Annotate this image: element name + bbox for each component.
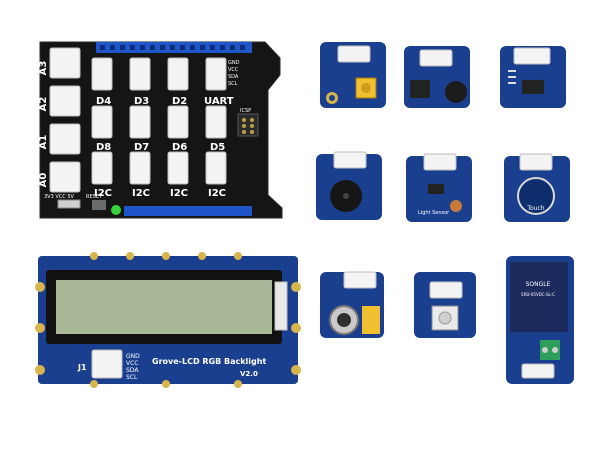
lcd-pin-gnd: GND xyxy=(126,353,140,360)
port-label-d4: D4 xyxy=(96,96,111,107)
port-label-a1: A1 xyxy=(38,135,49,150)
port-label-d3: D3 xyxy=(134,96,149,107)
port-label-d5: D5 xyxy=(210,142,225,153)
power-led xyxy=(111,205,121,215)
icsp-header xyxy=(237,113,259,137)
lcd-grove-connector xyxy=(91,349,123,379)
grove-module-buzzer xyxy=(316,151,382,220)
grove-module-sound-sensor xyxy=(404,46,470,108)
touch-pad xyxy=(517,177,555,215)
reset-button xyxy=(92,200,106,210)
port-label-d8: D8 xyxy=(96,142,111,153)
lcd-pin-sda: SDA xyxy=(126,367,139,374)
touch-label: Touch xyxy=(526,205,544,212)
port-label-d7: D7 xyxy=(134,142,149,153)
port-label-a0: A0 xyxy=(38,173,49,188)
icsp-label: ICSP xyxy=(240,108,251,114)
shield-pin-gnd: GND xyxy=(228,60,240,66)
shield-pin-vcc: VCC xyxy=(228,67,239,73)
grove-module-rotary xyxy=(320,271,384,338)
grove-module-rtc xyxy=(500,46,566,108)
shield-pin-sda: SDA xyxy=(228,74,239,80)
shield-pin-scl: SCL xyxy=(228,81,238,87)
bottom-header-strip xyxy=(124,206,252,216)
reset-label: RESET xyxy=(86,194,103,200)
push-button xyxy=(431,305,459,331)
port-label-d6: D6 xyxy=(172,142,187,153)
grove-module-touch-sensor: Touch xyxy=(504,153,570,222)
lcd-title: Grove-LCD RGB Backlight xyxy=(152,357,266,366)
grove-module-light-sensor: Light Sensor xyxy=(406,153,472,222)
voltage-select-label: 3V3 VCC 5V xyxy=(44,194,75,200)
base-shield: A3 A2 A1 A0 D4 D3 D2 UART D8 D7 D6 D5 I2… xyxy=(38,41,283,219)
port-label-i2c-3: I2C xyxy=(170,188,188,199)
grove-module-rotary-angle xyxy=(320,42,386,108)
relay xyxy=(510,262,568,332)
lcd-pin-vcc: VCC xyxy=(126,360,138,367)
grove-module-button xyxy=(414,272,476,338)
port-label-uart: UART xyxy=(204,96,234,107)
lcd-module: Grove-LCD RGB Backlight V2.0 J1 GND VCC … xyxy=(35,252,301,388)
lcd-pin-scl: SCL xyxy=(126,374,138,381)
lcd-connector-label: J1 xyxy=(77,363,87,372)
port-label-d2: D2 xyxy=(172,96,187,107)
screw-terminal xyxy=(540,340,560,360)
port-label-i2c-4: I2C xyxy=(208,188,226,199)
relay-model: SRD-05VDC-SL-C xyxy=(521,292,555,297)
relay-brand: SONGLE xyxy=(526,281,551,288)
port-label-i2c-1: I2C xyxy=(94,188,112,199)
grove-module-relay: SONGLE SRD-05VDC-SL-C xyxy=(506,256,574,384)
lcd-version: V2.0 xyxy=(240,370,258,378)
voltage-switch xyxy=(57,199,81,209)
port-label-a3: A3 xyxy=(38,61,49,76)
port-label-a2: A2 xyxy=(38,97,49,112)
photoresistor xyxy=(450,200,462,212)
port-label-i2c-2: I2C xyxy=(132,188,150,199)
light-sensor-label: Light Sensor xyxy=(418,210,450,216)
microphone xyxy=(445,81,467,103)
lcd-screen xyxy=(56,280,272,334)
lcd-side-connector xyxy=(274,281,288,331)
